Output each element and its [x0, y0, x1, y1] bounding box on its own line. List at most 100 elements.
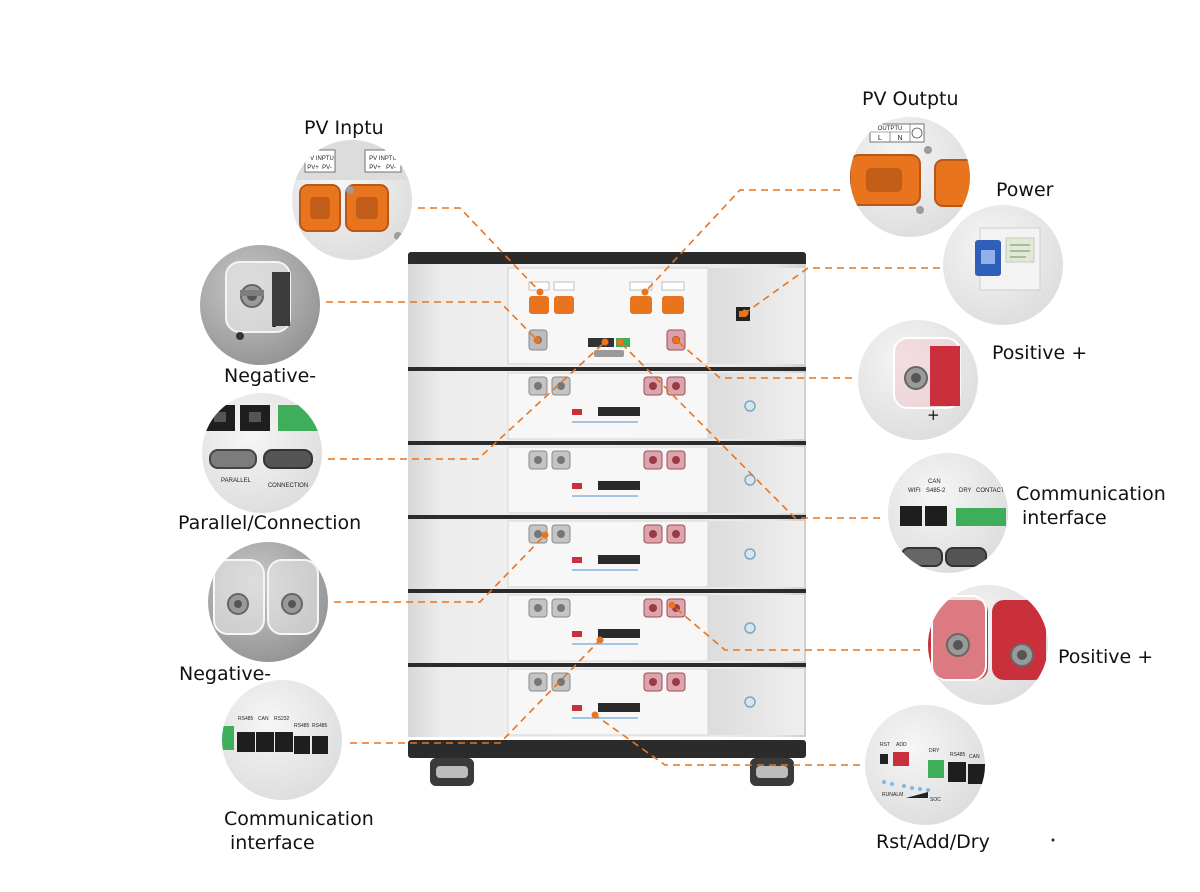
module-2-side-panel — [708, 447, 804, 513]
comm-right-dry: DRY — [959, 488, 972, 494]
comm-left-rs485-3: RS485 — [312, 723, 328, 729]
module-3-side-panel — [708, 521, 804, 587]
module-4-status-button — [744, 622, 756, 634]
module-3-led-strip — [572, 569, 638, 571]
module-3-negative-bolt-1 — [534, 530, 542, 538]
leader-dots — [533, 288, 749, 719]
module-2-negative-bolt-2 — [557, 456, 565, 464]
pv-input-tag-plus-1: PV+ — [307, 165, 319, 171]
closeup-rst-bg — [865, 705, 985, 825]
dot-parallel — [601, 338, 609, 346]
wheel-left-ring — [436, 766, 468, 778]
module-1-positive-bolt-2 — [672, 382, 680, 390]
pv-output-connector-1 — [630, 296, 652, 314]
module-4-comm-ports — [598, 629, 640, 638]
closeup-parallel: PARALLEL CONNECTION — [202, 393, 322, 513]
label-positive-top: Positive + — [992, 342, 1088, 364]
module-5-positive-bolt-2 — [672, 678, 680, 686]
pv-input-tag-text-1: PV INPTU — [306, 156, 334, 162]
pv-output-tag-1 — [629, 281, 653, 291]
dot-negative-bottom — [541, 531, 549, 539]
rs485-label: RS485 — [950, 752, 966, 758]
dot-pv-input — [536, 288, 544, 296]
module-4-separator — [408, 589, 806, 593]
wheel-right-ring — [756, 766, 788, 778]
alm-label: ALM — [893, 792, 903, 798]
label-pv-output: PV Outptu — [862, 88, 959, 110]
closeup-negative-top: - — [200, 245, 320, 365]
pv-output-tag-2 — [661, 281, 685, 291]
comm-left-rs485-1: RS485 — [238, 716, 254, 722]
closeup-negative-bottom — [208, 542, 328, 662]
battery-cabinet — [408, 252, 806, 786]
module-5-comm-ports — [598, 703, 640, 712]
leader-power — [744, 267, 940, 314]
module-4-negative-bolt-1 — [534, 604, 542, 612]
module-1-led-strip — [572, 421, 638, 423]
pv-input-connector-1 — [529, 296, 549, 314]
control-comm-ports — [588, 338, 614, 347]
dot-rst — [591, 711, 599, 719]
control-db9-ports — [594, 350, 624, 357]
label-pv-input: PV Inptu — [304, 117, 384, 139]
label-parallel-connection: Parallel/Connection — [178, 512, 362, 534]
module-1-negative-bolt-2 — [557, 382, 565, 390]
dot-positive-top — [672, 336, 680, 344]
leader-positive-bottom — [671, 604, 920, 651]
leader-parallel — [328, 341, 606, 460]
module-1-positive-bolt-1 — [649, 382, 657, 390]
module-5-dip-switch — [572, 705, 582, 711]
pv-input-tag-minus-1: PV- — [322, 165, 332, 171]
module-2-comm-ports — [598, 481, 640, 490]
dot-power — [741, 309, 749, 317]
leader-lines — [326, 189, 940, 766]
cabinet-top-cap — [408, 252, 806, 266]
label-comm-right-line2: interface — [1022, 507, 1107, 529]
module-1-comm-ports — [598, 407, 640, 416]
comm-right-contact: CONTACT — [976, 488, 1005, 494]
dot-comm-right — [616, 338, 624, 346]
module-5-positive-bolt-1 — [649, 678, 657, 686]
module-2-led-strip — [572, 495, 638, 497]
module-3-positive-bolt-2 — [672, 530, 680, 538]
closeup-comm-left: RS485 CAN RS232 RS485 RS485 — [222, 680, 342, 800]
closeup-rst: RST ADD DRY RS485 CAN RUN ALM SOC — [865, 705, 985, 825]
module-5-negative-bolt-2 — [557, 678, 565, 686]
label-comm-left-line1: Communication — [224, 808, 374, 830]
closeup-comm-right-bg — [888, 453, 1008, 573]
closeup-positive-top: + — [858, 320, 978, 440]
label-negative-top: Negative- — [224, 365, 317, 387]
module-2-positive-bolt-1 — [649, 456, 657, 464]
module-1-side-panel — [708, 373, 804, 439]
module-4-side-panel — [708, 595, 804, 661]
leader-pv-input — [418, 207, 541, 293]
positive-top-mark: + — [927, 406, 940, 424]
label-comm-left-line2: interface — [230, 832, 315, 854]
label-rst-add-dry: Rst/Add/Dry — [876, 831, 990, 853]
leader-negative-bottom — [334, 534, 546, 603]
module-2-positive-bolt-2 — [672, 456, 680, 464]
run-label: RUN — [882, 792, 893, 798]
leader-pv-output — [644, 189, 840, 293]
module-3-dip-switch — [572, 557, 582, 563]
closeup-comm-right: WIFI CAN S485-2 DRY CONTACT — [888, 453, 1008, 573]
comm-right-wifi: WIFI — [908, 488, 921, 494]
module-5-side-panel — [708, 669, 804, 735]
module-5-separator — [408, 663, 806, 667]
module-2-dip-switch — [572, 483, 582, 489]
comm-left-rs232: RS232 — [274, 716, 290, 722]
comm-right-can: CAN — [928, 479, 941, 485]
pv-input-connector-2 — [554, 296, 574, 314]
label-comm-right-line1: Communication — [1016, 483, 1166, 505]
leader-rst — [594, 714, 860, 766]
parallel-port-label: PARALLEL — [221, 478, 252, 484]
pv-output-tag-n: N — [897, 135, 902, 142]
module-3-status-button — [744, 548, 756, 560]
module-2-separator — [408, 441, 806, 445]
label-negative-bottom: Negative- — [179, 663, 272, 685]
module-5-status-button — [744, 696, 756, 708]
leader-negative-top — [326, 301, 538, 341]
comm-left-can: CAN — [258, 716, 269, 722]
pv-input-tag-minus-2: PV- — [386, 165, 396, 171]
